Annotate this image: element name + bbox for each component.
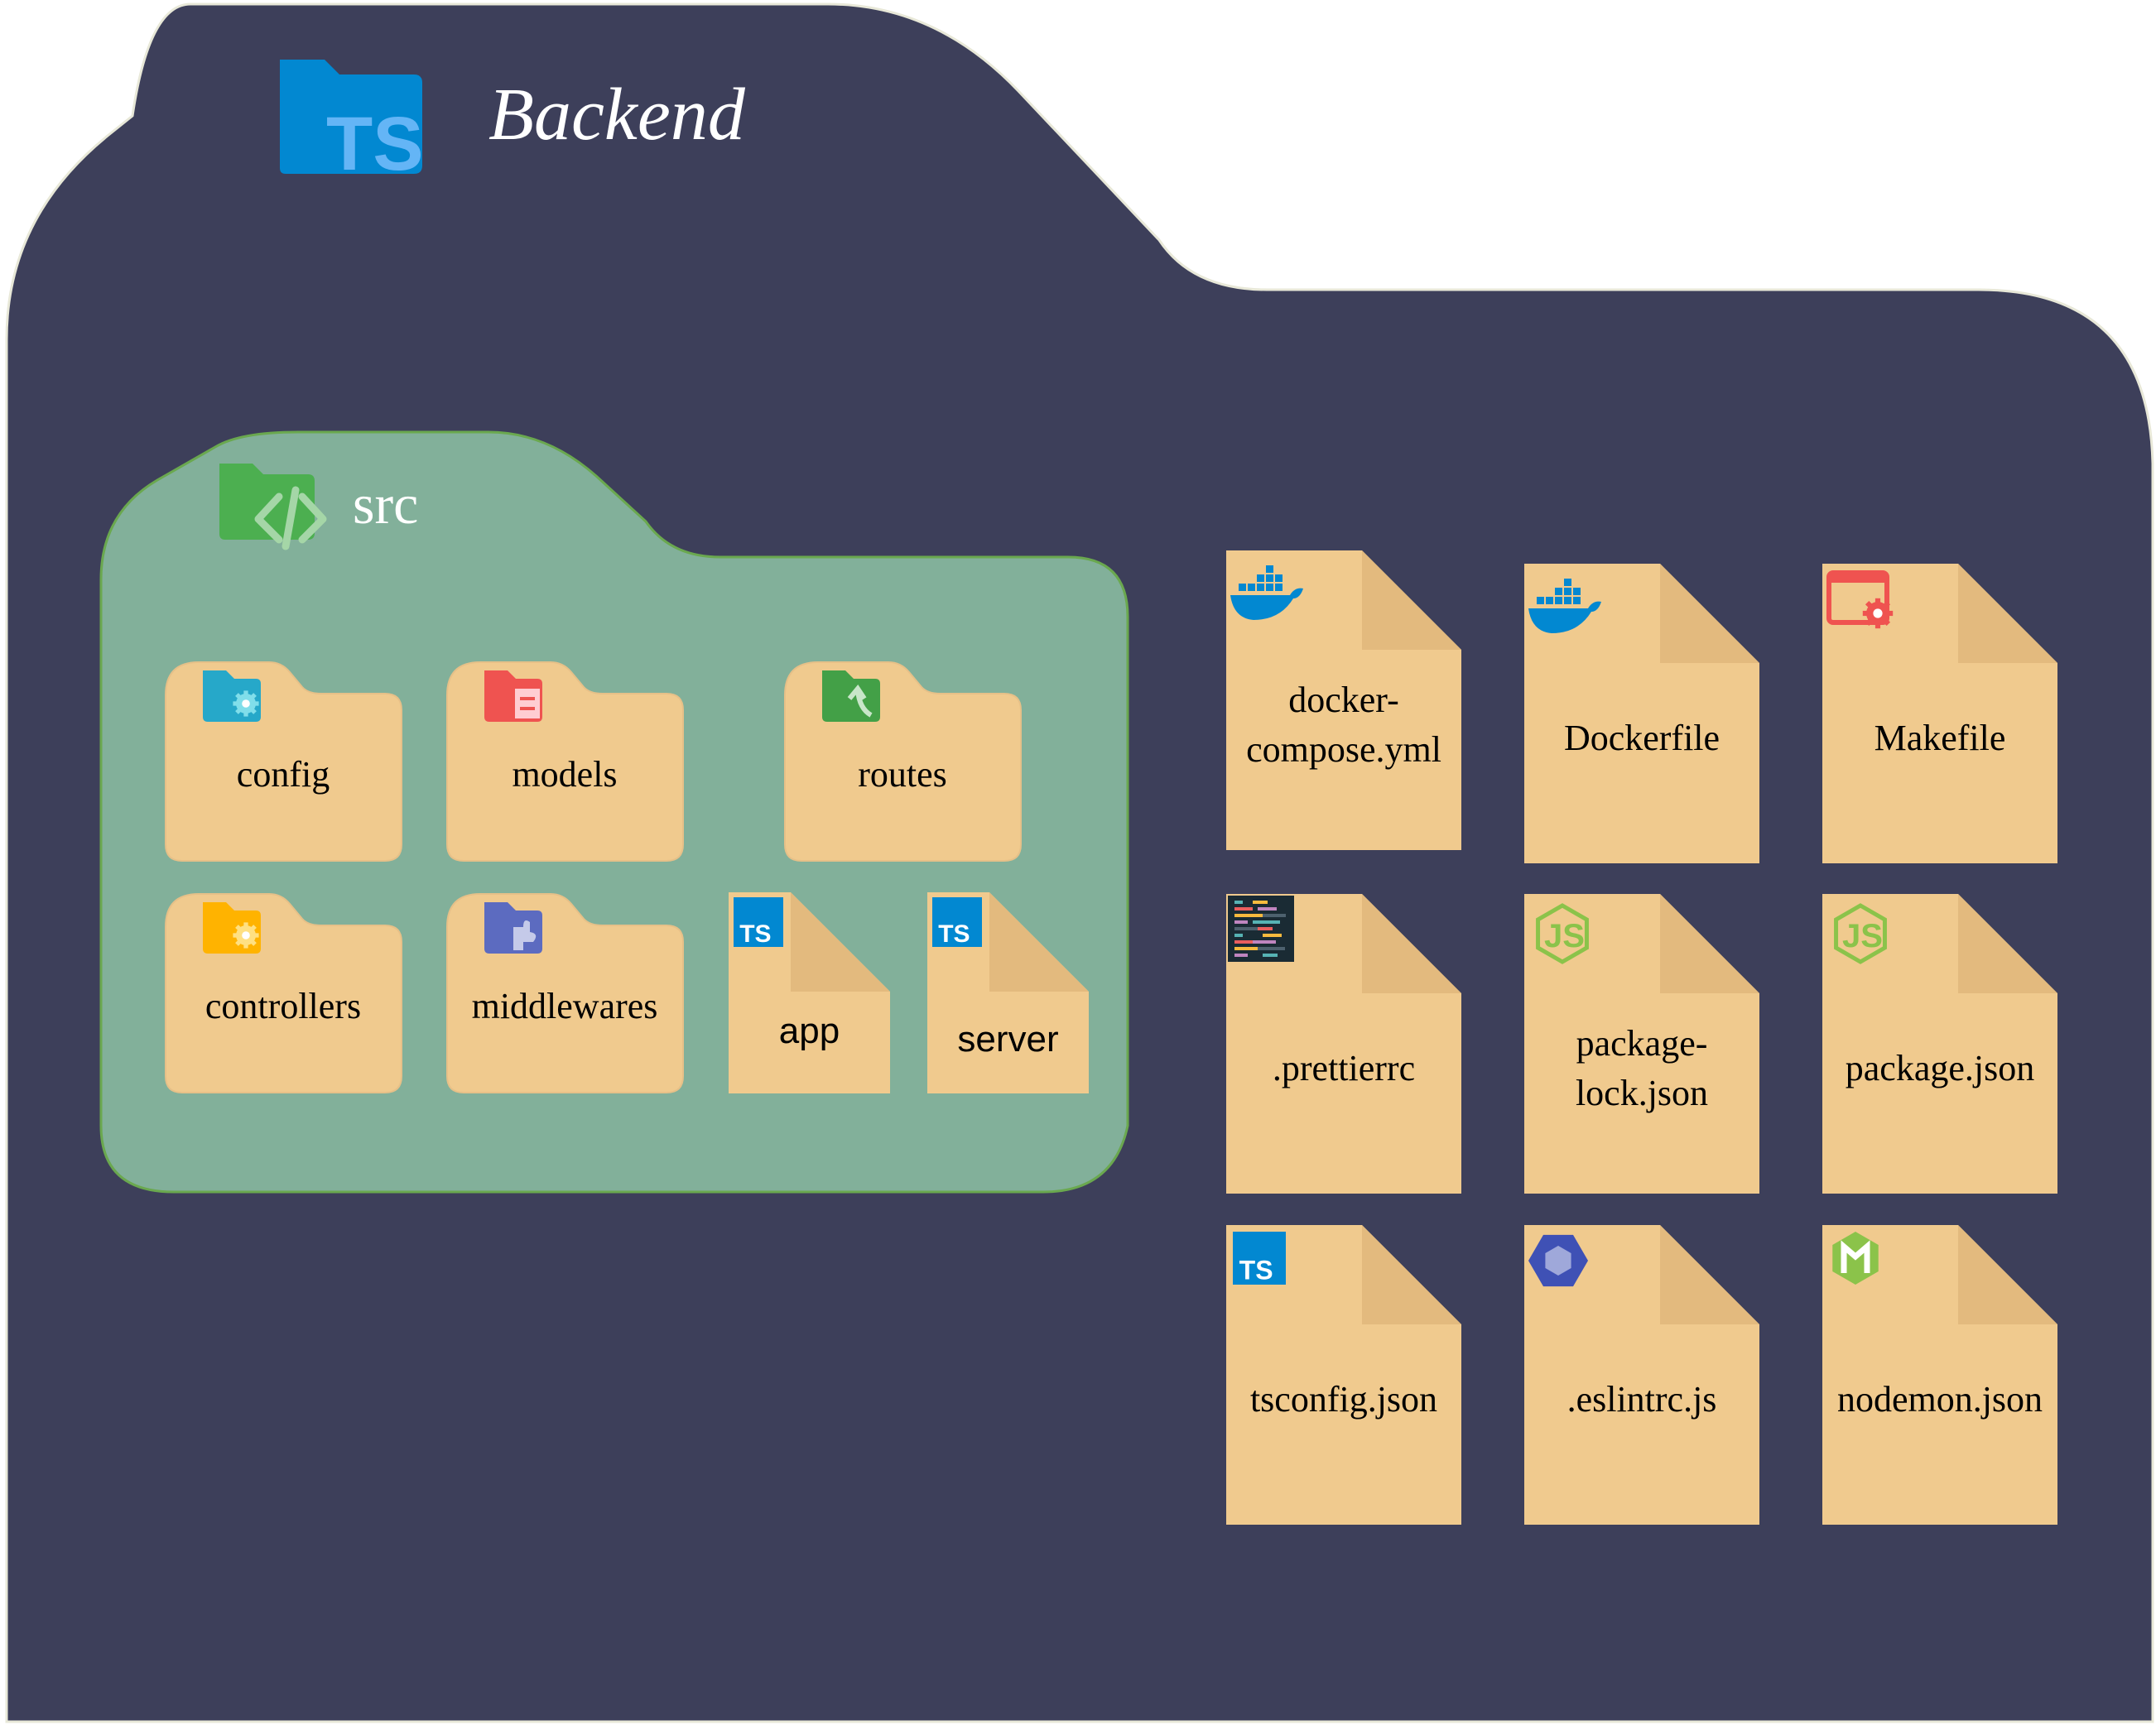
folder-label: models xyxy=(512,754,617,795)
svg-text:JS: JS xyxy=(1842,918,1883,954)
models-folder-icon xyxy=(484,670,542,722)
root-file--prettierrc[interactable]: .prettierrc xyxy=(1226,894,1461,1194)
typescript-file-icon: TS xyxy=(932,897,982,948)
src-file-app[interactable]: TS app xyxy=(729,892,890,1093)
root-file-dockerfile[interactable]: Dockerfile xyxy=(1524,564,1759,863)
file-label: tsconfig.json xyxy=(1250,1379,1437,1420)
docker-icon xyxy=(1528,579,1601,633)
file-label: docker- xyxy=(1288,680,1398,720)
file-label: Dockerfile xyxy=(1564,718,1720,758)
root-file-makefile[interactable]: Makefile xyxy=(1822,564,2057,863)
src-folder-middlewares[interactable]: middlewares xyxy=(446,893,684,1093)
root-file-tsconfig-json[interactable]: TS tsconfig.json xyxy=(1226,1225,1461,1525)
src-title: src xyxy=(353,473,418,536)
src-file-server[interactable]: TS server xyxy=(927,892,1089,1093)
root-file-package-lock-json[interactable]: JS package-lock.json xyxy=(1524,894,1759,1194)
svg-text:TS: TS xyxy=(739,920,771,948)
root-file-docker-compose-yml[interactable]: docker-compose.yml xyxy=(1226,550,1461,850)
file-label: server xyxy=(957,1019,1058,1060)
src-folder-models[interactable]: models xyxy=(446,661,684,862)
svg-text:TS: TS xyxy=(1239,1256,1273,1285)
file-label: .eslintrc.js xyxy=(1567,1379,1717,1420)
file-label: .prettierrc xyxy=(1273,1048,1415,1088)
folder-label: config xyxy=(237,754,330,795)
folder-label: controllers xyxy=(205,986,361,1026)
src-folder-routes[interactable]: routes xyxy=(784,661,1022,862)
root-file-nodemon-json[interactable]: nodemon.json xyxy=(1822,1225,2057,1525)
config-folder-icon xyxy=(203,670,261,722)
file-label: Makefile xyxy=(1874,718,2006,758)
middlewares-folder-icon xyxy=(484,902,542,954)
folder-label: routes xyxy=(858,754,947,795)
typescript-folder-icon: TS xyxy=(280,60,424,186)
file-label: package- xyxy=(1576,1023,1708,1064)
svg-text:TS: TS xyxy=(326,102,424,186)
src-folder-config[interactable]: config xyxy=(165,661,402,862)
backend-title: Backend xyxy=(488,74,746,156)
src-folder-controllers[interactable]: controllers xyxy=(165,893,402,1093)
file-label: lock.json xyxy=(1576,1073,1708,1113)
makefile-gear-icon xyxy=(1826,570,1894,629)
code-folder-icon xyxy=(219,464,327,550)
typescript-file-icon: TS xyxy=(734,897,783,948)
file-label: nodemon.json xyxy=(1837,1379,2043,1420)
svg-text:TS: TS xyxy=(938,920,970,948)
nodejs-icon: JS xyxy=(1536,903,1589,964)
file-label: compose.yml xyxy=(1246,729,1441,770)
root-file--eslintrc-js[interactable]: .eslintrc.js xyxy=(1524,1225,1759,1525)
docker-icon xyxy=(1230,565,1303,620)
eslint-icon xyxy=(1528,1234,1588,1287)
nodejs-icon: JS xyxy=(1834,903,1887,964)
nodemon-icon xyxy=(1832,1232,1879,1285)
svg-text:JS: JS xyxy=(1544,918,1585,954)
routes-folder-icon xyxy=(822,670,880,722)
file-label: package.json xyxy=(1846,1048,2034,1088)
folder-label: middlewares xyxy=(472,986,658,1026)
prettier-icon xyxy=(1228,896,1294,962)
root-file-package-json[interactable]: JS package.json xyxy=(1822,894,2057,1194)
controllers-folder-icon xyxy=(203,902,261,954)
file-label: app xyxy=(779,1011,840,1051)
typescript-file-icon: TS xyxy=(1233,1232,1286,1285)
